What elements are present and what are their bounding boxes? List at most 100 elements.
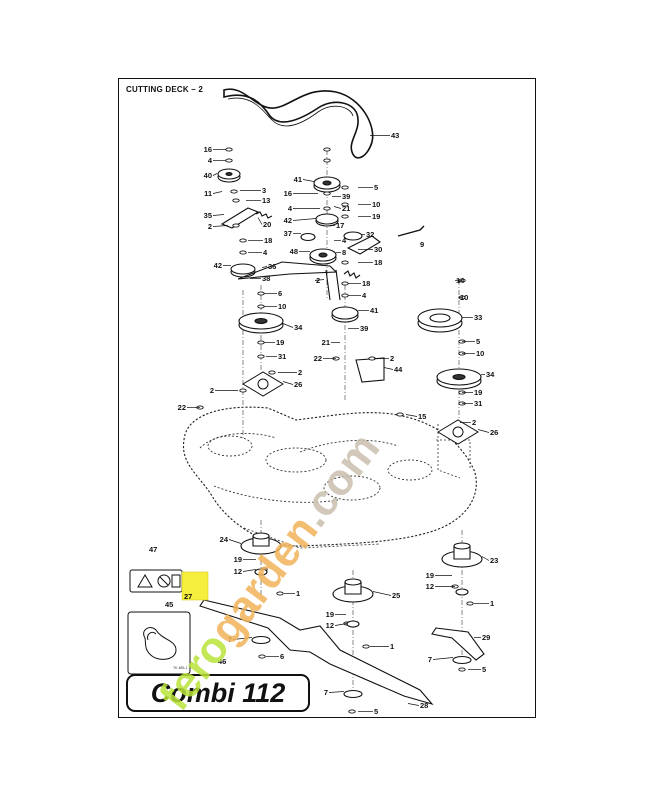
part-label-p2e: 2: [210, 386, 214, 395]
part-label-p33: 33: [474, 313, 482, 322]
washer-nut: [257, 304, 265, 309]
part-label-p30: 30: [374, 245, 382, 254]
part-label-p4e: 4: [362, 291, 367, 300]
washer-nut: [396, 412, 404, 417]
leader-line: [242, 569, 257, 572]
leader-line: [333, 206, 342, 209]
part-label-p26b: 26: [490, 428, 498, 437]
part-label-p32: 32: [366, 230, 374, 239]
leader-line: [212, 225, 229, 227]
part-label-p5c: 5: [482, 665, 486, 674]
part-label-p39b: 39: [360, 324, 368, 333]
leader-line: [257, 217, 263, 225]
part-label-p28: 28: [420, 701, 428, 710]
part-label-p36: 36: [268, 262, 276, 271]
bearing-plates: [242, 371, 479, 445]
part-label-p22b: 22: [178, 403, 186, 412]
leader-line: [334, 623, 348, 626]
leader-line: [328, 691, 345, 693]
part-label-p10a: 10: [372, 200, 380, 209]
part-label-p7a: 7: [228, 635, 232, 644]
part-label-p2a: 2: [208, 222, 212, 231]
washer-nut: [341, 281, 349, 286]
part-label-p10c: 10: [460, 293, 468, 302]
part-label-p38: 38: [262, 274, 270, 283]
part-label-p6a: 6: [278, 289, 282, 298]
washer-nut: [239, 238, 247, 243]
part-label-p19c: 19: [474, 388, 482, 397]
part-label-p18a: 18: [264, 236, 272, 245]
part-label-p45: 45: [165, 600, 173, 609]
part-label-p31b: 31: [474, 399, 482, 408]
spindle-assemblies: [240, 532, 483, 628]
part-label-p1b: 1: [490, 599, 494, 608]
part-label-p43a: 43: [391, 131, 399, 140]
washer-nut: [225, 147, 233, 152]
part-label-p5a: 5: [374, 183, 378, 192]
part-label-p16a: 16: [204, 145, 212, 154]
washer-nut: [348, 709, 356, 714]
leader-line: [282, 323, 294, 328]
part-label-p1c: 1: [390, 642, 394, 651]
washer-nut: [257, 340, 265, 345]
part-label-p2c: 2: [390, 354, 394, 363]
washer-nut: [239, 388, 247, 393]
model-name-badge: Combi 112: [126, 674, 310, 712]
leader-line: [212, 191, 223, 194]
leader-line: [212, 173, 218, 176]
washer-nut: [232, 198, 240, 203]
highlight-box: [181, 571, 209, 601]
washer-nut: [257, 354, 265, 359]
part-label-p13: 13: [262, 196, 270, 205]
part-label-p12c: 12: [326, 621, 334, 630]
leader-lines: [187, 135, 490, 712]
washer-nut: [257, 291, 265, 296]
washer-nut: [341, 293, 349, 298]
part-label-p2f: 2: [472, 418, 476, 427]
part-label-p7b: 7: [428, 655, 432, 664]
part-label-p9: 9: [420, 240, 424, 249]
drive-belt: [223, 88, 374, 159]
washer-nut: [466, 601, 474, 606]
leader-line: [292, 218, 317, 221]
washer-nut: [323, 191, 331, 196]
part-label-p12b: 12: [426, 582, 434, 591]
leader-line: [372, 591, 392, 596]
leader-line: [405, 414, 418, 417]
part-label-p46: 46: [218, 657, 226, 666]
part-label-p42b: 42: [214, 261, 222, 270]
washer-nut: [341, 214, 349, 219]
part-label-p27: 27: [184, 592, 192, 601]
washer-nut: [230, 189, 238, 194]
part-label-p3: 3: [262, 186, 266, 195]
small-code-label: TK 485-1: [173, 666, 187, 670]
part-label-p8: 8: [342, 248, 346, 257]
part-label-p4a: 4: [208, 156, 213, 165]
part-label-p21a: 21: [342, 204, 350, 213]
washer-nut: [341, 185, 349, 190]
part-label-p31a: 31: [278, 352, 286, 361]
part-label-p37: 37: [284, 229, 292, 238]
part-label-p42a: 42: [284, 216, 292, 225]
part-label-p48: 48: [290, 247, 298, 256]
part-label-p2d: 2: [298, 368, 302, 377]
washer-nut: [458, 667, 466, 672]
leader-line: [261, 266, 268, 268]
washer-nut: [323, 147, 331, 152]
decals: [127, 569, 191, 675]
leader-line: [232, 637, 253, 640]
washer-nut: [341, 260, 349, 265]
leader-line: [481, 556, 490, 561]
washer-nut: [239, 250, 247, 255]
leader-line: [477, 429, 490, 433]
part-label-p12a: 12: [234, 567, 242, 576]
part-label-p35: 35: [204, 211, 212, 220]
part-label-p10d: 10: [476, 349, 484, 358]
part-label-p41b: 41: [370, 306, 378, 315]
part-label-p21b: 21: [322, 338, 330, 347]
washer-nut: [268, 370, 276, 375]
part-label-p44: 44: [394, 365, 403, 374]
